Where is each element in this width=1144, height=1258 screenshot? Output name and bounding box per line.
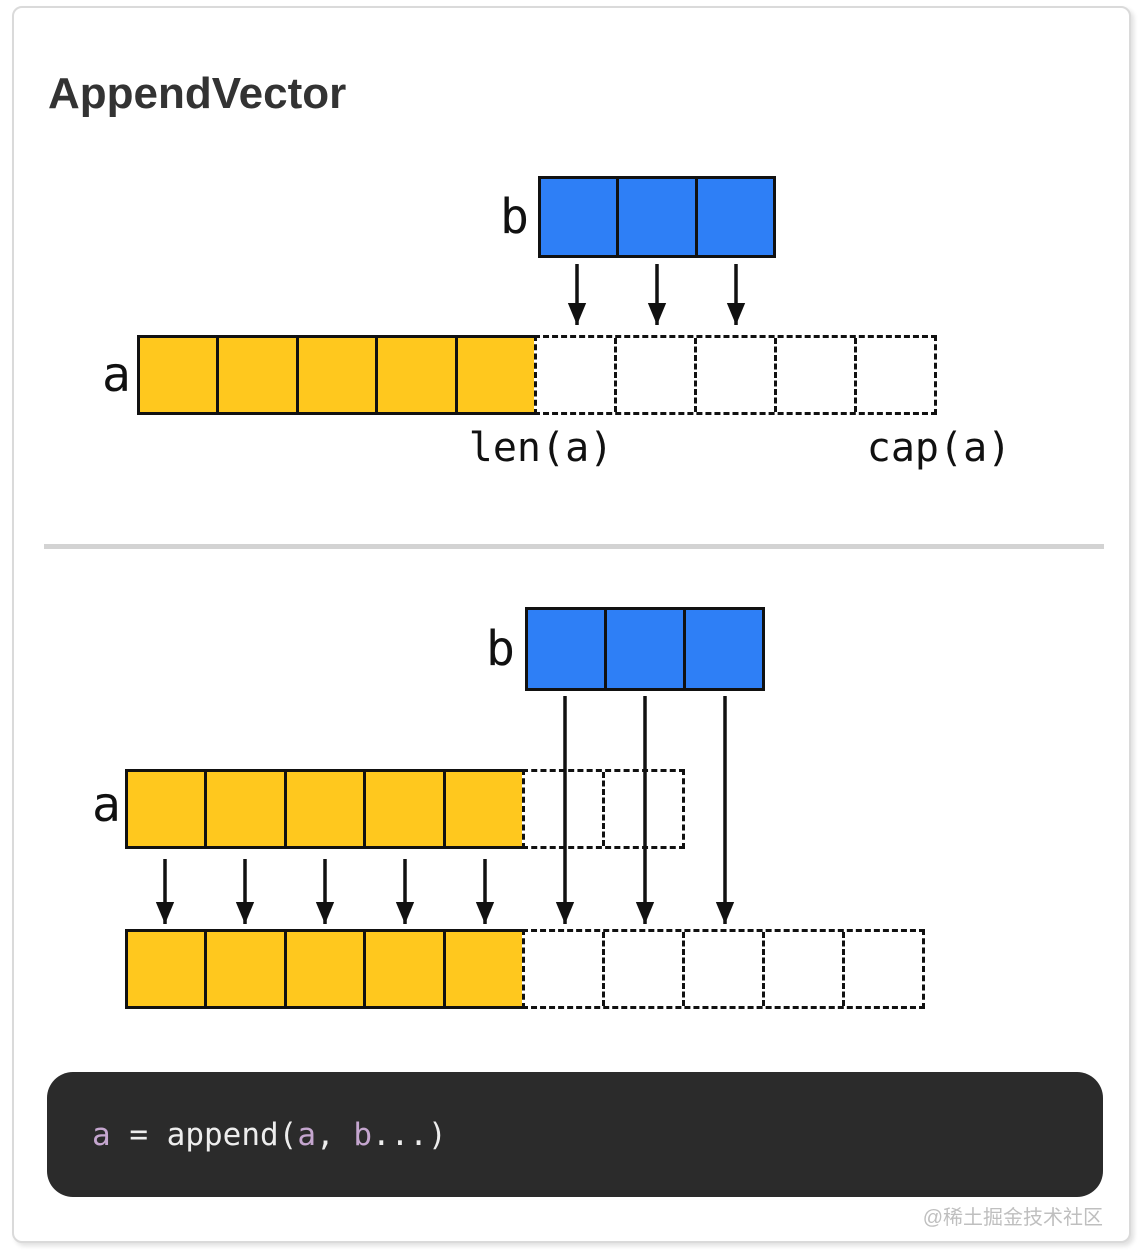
array-cell	[528, 610, 604, 688]
code-line: a = append(a, b...)	[92, 1117, 447, 1153]
result-array-filled	[125, 929, 525, 1009]
diagram-card: AppendVector b a len(a) cap(a) b a	[12, 6, 1131, 1243]
array-cell	[442, 932, 523, 1006]
array-cell	[694, 338, 774, 412]
array-cell	[128, 772, 205, 846]
result-array-capacity	[522, 929, 925, 1009]
before-array-a-filled	[137, 335, 537, 415]
array-cell	[854, 338, 934, 412]
array-cell	[602, 932, 682, 1006]
array-cell	[525, 772, 602, 846]
array-cell	[694, 179, 773, 255]
array-cell	[762, 932, 842, 1006]
array-cell	[683, 610, 762, 688]
array-cell	[541, 179, 617, 255]
section-divider	[44, 544, 1104, 549]
array-cell	[616, 179, 695, 255]
code-token-variable: a	[92, 1116, 111, 1153]
watermark: @稀土掘金技术社区	[922, 1207, 1103, 1229]
array-cell	[537, 338, 614, 412]
array-cell	[295, 338, 376, 412]
code-token-plain: = append(	[110, 1116, 298, 1153]
array-cell	[216, 338, 296, 412]
array-cell	[204, 932, 284, 1006]
before-b-to-a-arrows	[567, 264, 746, 325]
array-cell	[204, 772, 284, 846]
array-cell	[682, 932, 762, 1006]
before-array-b-label: b	[500, 189, 529, 245]
code-token-plain: ,	[315, 1116, 354, 1153]
array-cell	[363, 932, 443, 1006]
after-array-a-filled	[125, 769, 525, 849]
array-cell	[604, 610, 683, 688]
array-cell	[140, 338, 217, 412]
code-token-plain: ...)	[371, 1116, 447, 1153]
after-array-b-label: b	[486, 621, 515, 677]
array-cell	[283, 772, 364, 846]
array-cell	[128, 932, 205, 1006]
after-a-to-result-arrows	[155, 859, 495, 924]
before-array-a-label: a	[102, 347, 131, 403]
array-cell	[602, 772, 682, 846]
after-array-a-extra	[522, 769, 685, 849]
array-cell	[283, 932, 364, 1006]
before-array-b	[538, 176, 776, 258]
array-cell	[442, 772, 523, 846]
len-label: len(a)	[468, 425, 614, 471]
array-cell	[842, 932, 922, 1006]
array-cell	[454, 338, 535, 412]
array-cell	[363, 772, 443, 846]
array-cell	[375, 338, 455, 412]
before-array-a-capacity	[534, 335, 937, 415]
code-token-variable: b	[353, 1116, 372, 1153]
array-cell	[614, 338, 694, 412]
cap-label: cap(a)	[866, 425, 1012, 471]
code-token-variable: a	[297, 1116, 316, 1153]
array-cell	[774, 338, 854, 412]
page-title: AppendVector	[48, 69, 347, 118]
array-cell	[525, 932, 602, 1006]
code-block: a = append(a, b...)	[47, 1072, 1103, 1197]
after-array-a-label: a	[92, 777, 121, 833]
after-array-b	[525, 607, 765, 691]
